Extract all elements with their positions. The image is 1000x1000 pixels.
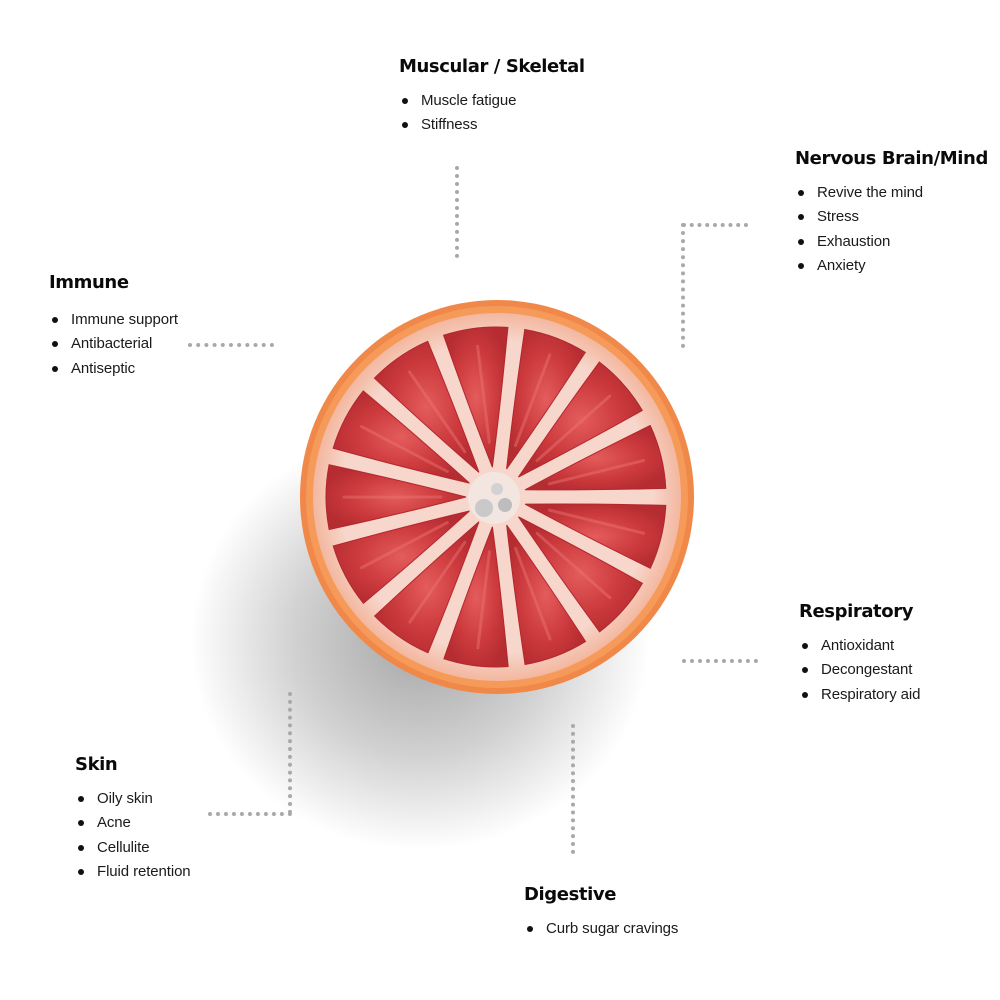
category-title: Muscular / Skeletal bbox=[399, 56, 585, 77]
fruit-segment-highlight bbox=[535, 394, 612, 462]
fruit-segment-highlight bbox=[408, 370, 467, 454]
fruit-segments bbox=[325, 326, 667, 668]
fruit-segment-highlight bbox=[513, 353, 552, 448]
list-item: Muscle fatigue bbox=[399, 89, 585, 113]
fruit-segment-highlight bbox=[547, 508, 646, 535]
fruit-segment-highlight bbox=[359, 521, 449, 570]
category-title: Immune bbox=[49, 272, 129, 293]
category-list: Muscle fatigue Stiffness bbox=[399, 89, 585, 138]
fruit-segment bbox=[506, 328, 587, 470]
list-item: Antioxidant bbox=[799, 634, 920, 658]
list-item: Cellulite bbox=[75, 836, 191, 860]
fruit-segment bbox=[524, 424, 667, 491]
list-item: Decongestant bbox=[799, 658, 920, 682]
connector-muscular bbox=[455, 166, 459, 258]
fruit-segment-highlight bbox=[535, 531, 612, 600]
connector-digestive bbox=[571, 724, 575, 854]
list-item: Curb sugar cravings bbox=[524, 917, 678, 941]
list-item: Stress bbox=[795, 205, 988, 229]
fruit-segment bbox=[332, 390, 470, 484]
fruit-segment-highlight bbox=[476, 550, 491, 650]
category-muscular: Muscular / Skeletal Muscle fatigue Stiff… bbox=[399, 56, 585, 138]
category-skin: Skin Oily skin Acne Cellulite Fluid rete… bbox=[75, 754, 191, 884]
list-item: Exhaustion bbox=[795, 230, 988, 254]
category-immune: Immune Immune support Antibacterial Anti… bbox=[49, 272, 178, 381]
fruit-segment-highlight bbox=[514, 546, 552, 641]
fruit-segment-highlight bbox=[408, 540, 467, 624]
category-list: Curb sugar cravings bbox=[524, 917, 678, 941]
category-list: Oily skin Acne Cellulite Fluid retention bbox=[75, 787, 191, 884]
category-respiratory: Respiratory Antioxidant Decongestant Res… bbox=[799, 601, 920, 707]
category-title: Digestive bbox=[524, 884, 617, 905]
list-item: Respiratory aid bbox=[799, 683, 920, 707]
fruit-core bbox=[468, 472, 520, 524]
category-nervous: Nervous Brain/Mind Revive the mind Stres… bbox=[795, 148, 988, 278]
connector-nervous-v bbox=[681, 223, 685, 348]
list-item: Immune support bbox=[49, 308, 178, 332]
fruit-segment bbox=[443, 526, 509, 668]
list-item: Acne bbox=[75, 811, 191, 835]
list-item: Revive the mind bbox=[795, 181, 988, 205]
fruit-segment-highlight bbox=[359, 424, 449, 473]
category-list: Immune support Antibacterial Antiseptic bbox=[49, 308, 178, 381]
list-item: Anxiety bbox=[795, 254, 988, 278]
list-item: Stiffness bbox=[399, 113, 585, 137]
category-digestive: Digestive Curb sugar cravings bbox=[524, 884, 678, 941]
fruit-segment bbox=[524, 503, 667, 569]
fruit-segment bbox=[506, 524, 587, 666]
fruit-segment bbox=[332, 510, 470, 605]
fruit-segment bbox=[373, 340, 480, 473]
fruit-segment bbox=[325, 464, 467, 531]
fruit-segment bbox=[442, 326, 509, 468]
fruit-segment bbox=[518, 361, 644, 478]
list-item: Oily skin bbox=[75, 787, 191, 811]
list-item: Antiseptic bbox=[49, 357, 178, 381]
list-item: Antibacterial bbox=[49, 332, 178, 356]
connector-nervous-h bbox=[682, 223, 748, 227]
connector-skin-h bbox=[208, 812, 292, 816]
category-title: Respiratory bbox=[799, 601, 914, 622]
category-title: Skin bbox=[75, 754, 118, 775]
connector-respiratory bbox=[682, 659, 758, 663]
category-list: Revive the mind Stress Exhaustion Anxiet… bbox=[795, 181, 988, 278]
connector-immune bbox=[188, 343, 274, 347]
fruit-segment-highlight bbox=[476, 344, 491, 444]
fruit-segment bbox=[373, 521, 480, 654]
category-title: Nervous Brain/Mind bbox=[795, 148, 988, 169]
connector-skin-v bbox=[288, 692, 292, 814]
category-list: Antioxidant Decongestant Respiratory aid bbox=[799, 634, 920, 707]
list-item: Fluid retention bbox=[75, 860, 191, 884]
fruit-segment bbox=[518, 516, 644, 633]
fruit-segment-highlight bbox=[547, 459, 646, 486]
